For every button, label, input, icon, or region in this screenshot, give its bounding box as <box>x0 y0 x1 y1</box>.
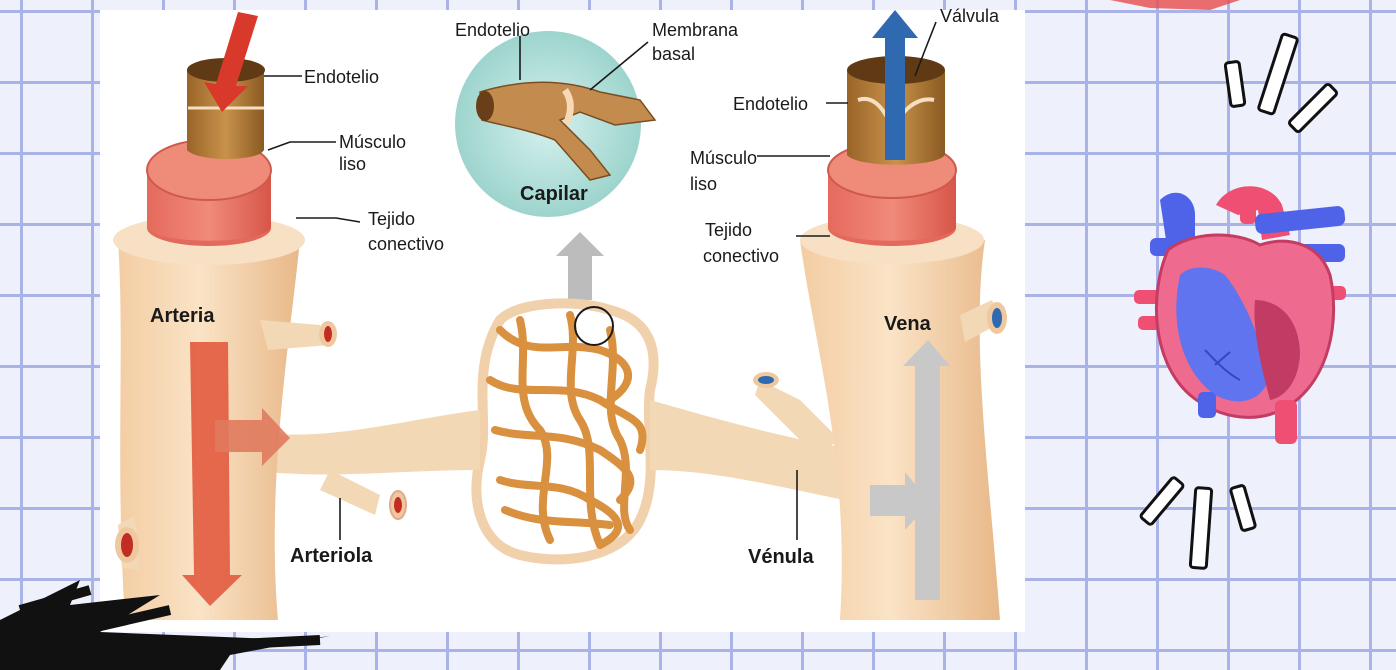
label-vena: Vena <box>884 313 932 335</box>
label-endotelio-arteria: Endotelio <box>304 67 379 87</box>
label-membrana-2: basal <box>652 44 695 64</box>
label-musculo-arteria-1: Músculo <box>339 132 406 152</box>
heart-icon <box>1134 186 1346 444</box>
label-endotelio-vena: Endotelio <box>733 94 808 114</box>
label-membrana-1: Membrana <box>652 20 739 40</box>
label-tejido-arteria-2: conectivo <box>368 234 444 254</box>
label-tejido-vena-2: conectivo <box>703 246 779 266</box>
label-tejido-vena-1: Tejido <box>705 220 752 240</box>
capillary-lumen <box>476 91 494 121</box>
label-tejido-arteria-1: Tejido <box>368 209 415 229</box>
label-venula: Vénula <box>748 546 814 568</box>
label-arteria: Arteria <box>150 305 215 327</box>
label-valvula: Válvula <box>940 6 1000 26</box>
label-musculo-vena-1: Músculo <box>690 148 757 168</box>
label-capilar: Capilar <box>520 183 588 205</box>
label-arteriola: Arteriola <box>290 545 373 567</box>
label-musculo-arteria-2: liso <box>339 154 366 174</box>
label-endotelio-capilar: Endotelio <box>455 20 530 40</box>
label-musculo-vena-2: liso <box>690 174 717 194</box>
